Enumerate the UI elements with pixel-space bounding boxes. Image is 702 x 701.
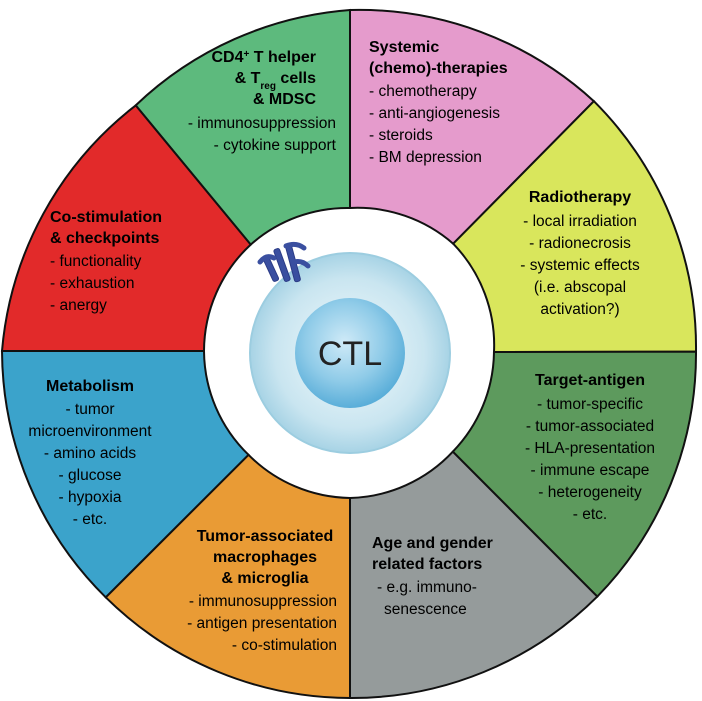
systemic-title-line: (chemo)-therapies (369, 60, 508, 77)
target-antigen-item: - tumor-associated (526, 418, 654, 435)
metabolism-item: microenvironment (28, 423, 152, 440)
cell-nucleus (295, 298, 405, 408)
radiotherapy-item: (i.e. abscopal (534, 279, 626, 296)
age-gender-item: senescence (384, 601, 467, 618)
metabolism-item: - hypoxia (59, 489, 122, 506)
radiotherapy-item: - local irradiation (523, 213, 637, 230)
macrophages-title-line: macrophages (213, 549, 317, 566)
target-antigen-title: Target-antigen (535, 372, 645, 389)
target-antigen-text-group: Target-antigen - tumor-specific - tumor-… (525, 372, 655, 523)
segment-costim-checkpoints (0, 104, 253, 352)
target-antigen-item: - heterogeneity (538, 484, 642, 501)
segment-radiotherapy (451, 99, 698, 354)
age-gender-title-line: related factors (372, 556, 482, 573)
segment-metabolism (0, 350, 250, 599)
radiotherapy-text-group: Radiotherapy - local irradiation - radio… (520, 189, 640, 318)
age-gender-title-line: Age and gender (372, 535, 493, 552)
ctl-cell: CTL (249, 241, 451, 454)
target-antigen-item: - immune escape (531, 462, 650, 479)
target-antigen-item: - tumor-specific (537, 396, 643, 413)
systemic-title-line: Systemic (369, 39, 439, 56)
radiotherapy-item: - systemic effects (520, 257, 640, 274)
macrophages-title-line: & microglia (221, 570, 308, 587)
metabolism-item: - amino acids (44, 445, 136, 462)
systemic-item: - chemotherapy (369, 83, 477, 100)
costim-title-line: Co-stimulation (50, 209, 162, 226)
costim-item: - anergy (50, 297, 107, 314)
macrophages-item: - immunosuppression (189, 593, 337, 610)
macrophages-text-group: Tumor-associated macrophages & microglia… (187, 528, 337, 654)
metabolism-item: - glucose (59, 467, 122, 484)
segment-cd4-treg-mdsc (134, 8, 351, 247)
metabolism-title: Metabolism (46, 378, 134, 395)
metabolism-item: - tumor (65, 401, 114, 418)
cd4-title-line1: CD4+ T helper (211, 49, 316, 67)
cd4-item: - immunosuppression (188, 115, 336, 132)
cd4-title-line2: & Treg cells (235, 70, 316, 92)
radiotherapy-item: - radionecrosis (529, 235, 631, 252)
target-antigen-item: - HLA-presentation (525, 440, 655, 457)
age-gender-text-group: Age and gender related factors - e.g. im… (372, 535, 493, 618)
segment-macrophages-microglia (104, 453, 351, 700)
metabolism-item: - etc. (73, 511, 107, 528)
cd4-title-line3: & MDSC (253, 91, 317, 108)
costim-item: - exhaustion (50, 275, 134, 292)
segment-age-gender (349, 450, 599, 700)
systemic-item: - steroids (369, 127, 433, 144)
systemic-item: - anti-angiogenesis (369, 105, 500, 122)
t-cell-receptor-icon (257, 241, 311, 283)
costim-title-line: & checkpoints (50, 230, 159, 247)
radiotherapy-item: activation?) (540, 301, 619, 318)
costim-text-group: Co-stimulation & checkpoints - functiona… (50, 209, 162, 314)
age-gender-item: - e.g. immuno- (377, 579, 477, 596)
cd4-item: - cytokine support (214, 137, 337, 154)
macrophages-item: - co-stimulation (232, 637, 337, 654)
radiotherapy-title: Radiotherapy (529, 189, 631, 206)
target-antigen-item: - etc. (573, 506, 607, 523)
systemic-item: - BM depression (369, 149, 482, 166)
cd4-text-group: CD4+ T helper & Treg cells & MDSC - immu… (188, 49, 337, 155)
macrophages-item: - antigen presentation (187, 615, 337, 632)
segment-target-antigen (451, 350, 698, 599)
costim-item: - functionality (50, 253, 142, 270)
macrophages-title-line: Tumor-associated (197, 528, 334, 545)
systemic-text-group: Systemic (chemo)-therapies - chemotherap… (369, 39, 508, 166)
segment-systemic-therapies (349, 8, 596, 246)
center-label: CTL (318, 335, 382, 373)
metabolism-text-group: Metabolism - tumor microenvironment - am… (28, 378, 152, 528)
wheel-segments (0, 8, 698, 700)
